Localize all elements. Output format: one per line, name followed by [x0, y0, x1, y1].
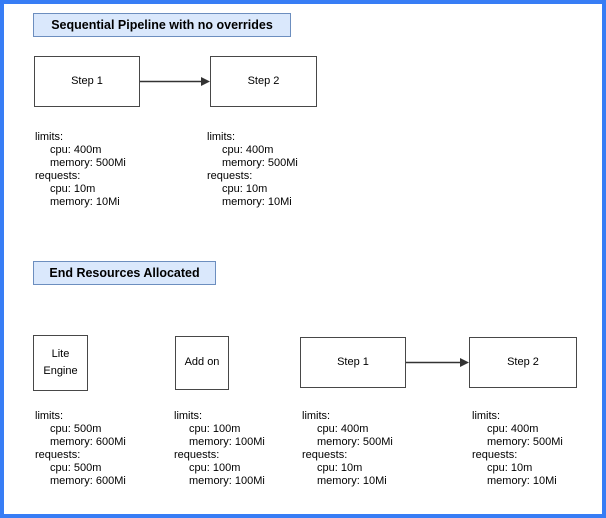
resource-line: cpu: 400m [50, 144, 102, 156]
resource-line: memory: 600Mi [50, 436, 126, 448]
resource-line: cpu: 10m [50, 183, 96, 195]
resource-line: memory: 100Mi [189, 475, 265, 487]
resource-block-allocated-step-1: limits: cpu: 400m memory: 500Mi requests… [302, 410, 393, 488]
node-allocated-step-1: Step 1 [300, 337, 406, 388]
resource-line: requests: [472, 449, 518, 461]
resource-line: cpu: 400m [487, 423, 539, 435]
node-lite-engine: Lite Engine [33, 335, 88, 391]
node-pipeline-step-2: Step 2 [210, 56, 317, 107]
resource-line: limits: [35, 131, 64, 143]
resource-line: cpu: 100m [189, 423, 241, 435]
resource-block-add-on: limits: cpu: 100m memory: 100Mi requests… [174, 410, 265, 488]
resource-line: requests: [35, 449, 81, 461]
section-title-end-resources-allocated: End Resources Allocated [33, 261, 216, 285]
resource-line: limits: [35, 410, 64, 422]
arrow-pipeline-step1-to-step2 [140, 77, 210, 86]
section-title-sequential-pipeline: Sequential Pipeline with no overrides [33, 13, 291, 37]
resource-line: memory: 500Mi [222, 157, 298, 169]
node-pipeline-step-1: Step 1 [34, 56, 140, 107]
resource-line: cpu: 400m [317, 423, 369, 435]
resource-line: cpu: 10m [222, 183, 268, 195]
resource-line: requests: [207, 170, 253, 182]
resource-line: cpu: 400m [222, 144, 274, 156]
resource-line: memory: 500Mi [317, 436, 393, 448]
resource-line: cpu: 100m [189, 462, 241, 474]
resource-line: cpu: 10m [317, 462, 363, 474]
resource-line: cpu: 500m [50, 462, 102, 474]
resource-line: memory: 600Mi [50, 475, 126, 487]
resource-line: cpu: 500m [50, 423, 102, 435]
resource-line: memory: 500Mi [50, 157, 126, 169]
resource-line: cpu: 10m [487, 462, 533, 474]
resource-line: limits: [207, 131, 236, 143]
resource-block-allocated-step-2: limits: cpu: 400m memory: 500Mi requests… [472, 410, 563, 488]
resource-line: limits: [472, 410, 501, 422]
resource-block-pipeline-step-1: limits: cpu: 400m memory: 500Mi requests… [35, 131, 126, 209]
resource-line: memory: 100Mi [189, 436, 265, 448]
resource-line: limits: [302, 410, 331, 422]
node-add-on: Add on [175, 336, 229, 390]
resource-line: memory: 10Mi [317, 475, 387, 487]
arrow-allocated-step1-to-step2 [406, 358, 469, 367]
resource-line: memory: 10Mi [50, 196, 120, 208]
resource-block-pipeline-step-2: limits: cpu: 400m memory: 500Mi requests… [207, 131, 298, 209]
resource-line: requests: [174, 449, 220, 461]
resource-line: limits: [174, 410, 203, 422]
resource-line: memory: 10Mi [222, 196, 292, 208]
resource-line: requests: [35, 170, 81, 182]
resource-line: memory: 500Mi [487, 436, 563, 448]
resource-line: memory: 10Mi [487, 475, 557, 487]
resource-block-lite-engine: limits: cpu: 500m memory: 600Mi requests… [35, 410, 126, 488]
node-allocated-step-2: Step 2 [469, 337, 577, 388]
resource-line: requests: [302, 449, 348, 461]
